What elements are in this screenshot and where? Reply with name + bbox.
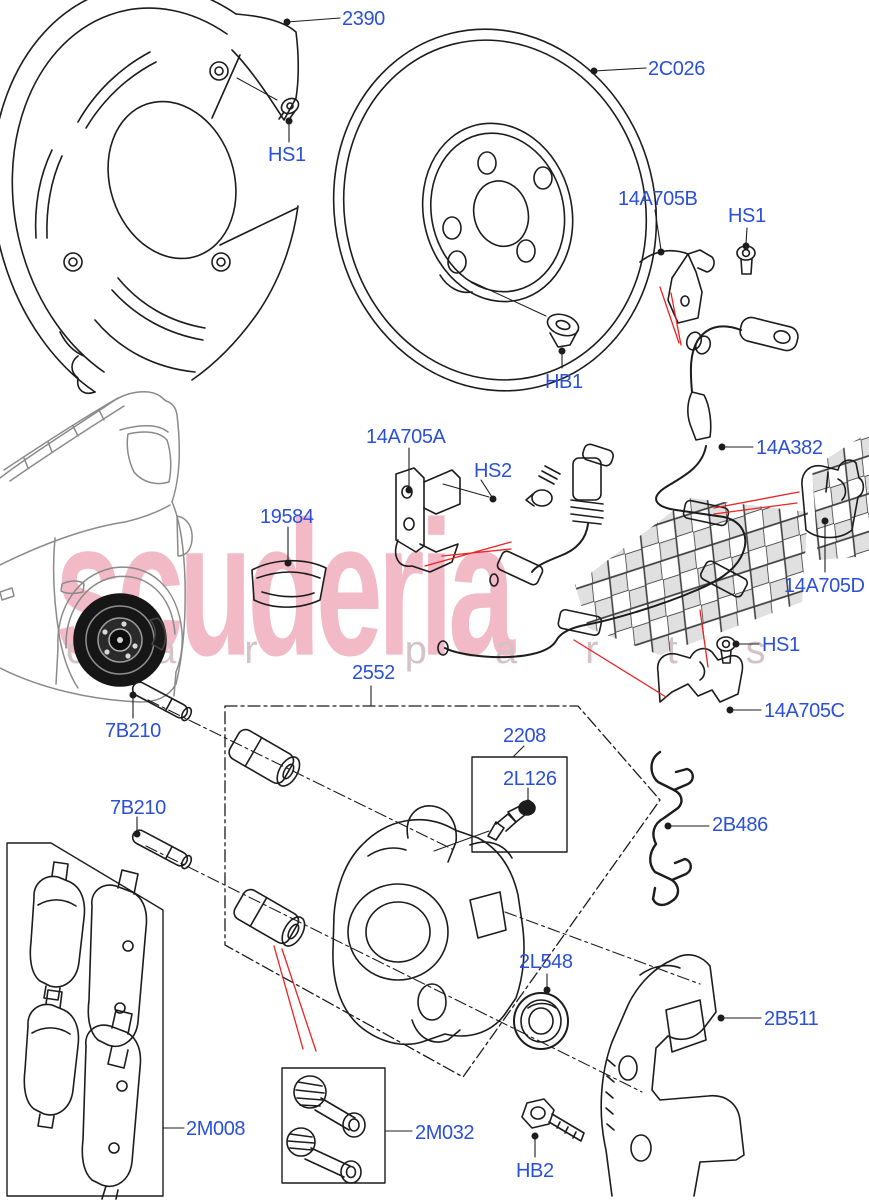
part-label-14a705d: 14A705D <box>784 575 865 597</box>
guide-pin-boots-drawing <box>286 1075 366 1184</box>
guide-pin-upper <box>131 681 193 722</box>
bolt-hb2 <box>521 1098 585 1142</box>
vehicle-illustration <box>0 390 193 703</box>
assembly-axis-lines <box>145 699 701 1093</box>
abs-harness-14a382 <box>437 316 799 659</box>
part-label-hb2: HB2 <box>516 1160 554 1182</box>
leader-lines <box>132 17 826 1158</box>
bolt-hb1 <box>546 313 580 348</box>
boot-kit-box-2m032 <box>281 1067 386 1184</box>
guide-pin-lower <box>131 829 193 870</box>
carrier-bracket-2b511 <box>600 954 745 1197</box>
piston-seal-2l548 <box>513 992 569 1050</box>
spring-clip-2b486 <box>649 750 694 907</box>
guide-bushing-upper <box>228 728 301 787</box>
brake-disc-drawing <box>332 28 658 392</box>
leader-dots <box>129 18 829 1140</box>
part-label-2m008: 2M008 <box>186 1118 246 1140</box>
bleed-screw-pointer-line <box>433 830 490 852</box>
screw-hs1-bracket <box>736 245 756 275</box>
guide-bushing-lower <box>233 888 306 947</box>
clip-14a705d <box>801 459 865 539</box>
part-label-2390: 2390 <box>342 8 385 30</box>
part-label-7b210-upper: 7B210 <box>105 720 161 742</box>
shim-19584 <box>251 559 327 608</box>
bleed-screw-kit-box-2208 <box>471 756 568 853</box>
callout-lines <box>273 286 800 1052</box>
bleed-screw-2l126 <box>487 800 536 841</box>
bracket-14a705c <box>656 647 744 703</box>
brake-pads-drawing <box>23 861 148 1200</box>
part-label-2m032: 2M032 <box>415 1122 475 1144</box>
part-label-14a705c: 14A705C <box>764 700 845 722</box>
part-label-2c026: 2C026 <box>648 58 705 80</box>
highlighted-rear-brake-disc <box>73 593 167 687</box>
part-label-2l126: 2L126 <box>503 768 557 790</box>
wheel-speed-sensor-head <box>489 443 614 587</box>
part-label-19584: 19584 <box>260 506 314 528</box>
part-label-hs1-bracket: HS1 <box>728 205 766 227</box>
brake-pads-box-2m008 <box>6 842 164 1197</box>
part-label-hs1-shield: HS1 <box>268 144 306 166</box>
part-label-2l548: 2L548 <box>519 951 573 973</box>
bracket-14a705a <box>394 467 461 573</box>
part-label-2208: 2208 <box>503 725 546 747</box>
caliper-kit-box-2552 <box>224 705 661 1078</box>
part-label-2b486: 2B486 <box>712 814 768 836</box>
part-label-14a705a: 14A705A <box>366 426 446 448</box>
part-label-2b511: 2B511 <box>764 1008 819 1030</box>
part-label-14a705b: 14A705B <box>618 188 698 210</box>
part-label-2552: 2552 <box>352 662 395 684</box>
part-label-14a382: 14A382 <box>756 437 823 459</box>
bracket-14a705b <box>639 249 715 324</box>
connector-lines <box>236 77 547 498</box>
part-label-hs1-clip: HS1 <box>762 634 800 656</box>
caliper-drawing <box>332 805 525 1046</box>
part-label-hb1: HB1 <box>545 371 583 393</box>
dust-shield-drawing <box>0 0 300 394</box>
part-label-hs2: HS2 <box>474 460 512 482</box>
part-label-7b210-lower: 7B210 <box>110 797 166 819</box>
watermark-checkered-flag <box>575 432 869 655</box>
